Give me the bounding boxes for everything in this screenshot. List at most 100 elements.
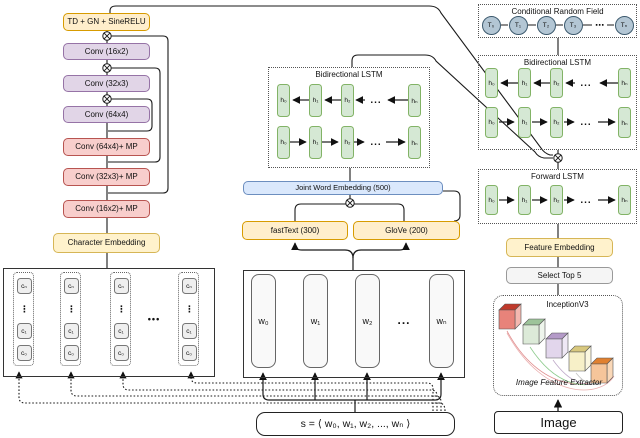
conv-32x3-box: Conv (32x3): [63, 75, 150, 92]
char-column-n: cₙ ⋮ c₁ c₀: [178, 272, 199, 366]
inception-box: [493, 295, 623, 396]
conv-16x2-mp-box: Conv (16x2)+ MP: [63, 200, 150, 218]
conv-64x4-box: Conv (64x4): [63, 106, 150, 123]
lstm-node: hₙ: [618, 107, 631, 138]
lstm-node: h₀: [277, 126, 290, 159]
word-grid-box: [243, 270, 465, 378]
sentence-to-wn: [434, 372, 445, 401]
right-bilstm-box: Bidirectional LSTM: [478, 55, 637, 150]
word-bilstm-to-concat-wire: [351, 54, 553, 159]
inception-cubes: [498, 303, 615, 391]
lstm-node: h₁: [518, 185, 531, 215]
conv-16x2-box: Conv (16x2): [63, 43, 150, 60]
crf-ellipsis: ⋯: [595, 19, 605, 30]
feature-embedding-box: Feature Embedding: [506, 238, 613, 257]
lstm-node: hₙ: [408, 84, 421, 117]
crf-tag-node: T₂: [536, 15, 556, 35]
char-columns-ellipsis: •••: [147, 314, 161, 324]
vertical-dots: ⋮: [20, 303, 29, 314]
lstm-node: h₀: [485, 107, 498, 138]
image-box: Image: [494, 411, 623, 434]
character-embedding-box: Character Embedding: [53, 233, 160, 253]
forward-lstm-box: Forward LSTM: [478, 169, 637, 224]
char-cell: c₀: [113, 345, 129, 361]
forward-lstm-title: Forward LSTM: [531, 172, 584, 181]
char-feed-wires: [15, 371, 446, 412]
word-ellipsis: ...: [397, 313, 411, 327]
crf-title: Conditional Random Field: [511, 7, 604, 16]
lstm-node: h₂: [341, 126, 354, 159]
char-cell: c₁: [16, 323, 32, 339]
lstm-row-ellipsis: ...: [370, 136, 382, 148]
skip-connections: [108, 35, 169, 194]
joint-word-embedding-box: Joint Word Embedding (500): [243, 181, 443, 195]
crf-tag-node: T₀: [481, 15, 501, 35]
character-grid-box: [3, 268, 215, 377]
lstm-node: h₁: [518, 68, 531, 98]
char-cell: c₀: [63, 345, 79, 361]
mid-bilstm-arrows: [290, 96, 408, 146]
char-cell: c₁: [181, 323, 197, 339]
word-node: wₙ: [429, 274, 454, 368]
lstm-node: h₁: [309, 126, 322, 159]
char-cell: cₙ: [63, 278, 79, 294]
crf-tag-node: Tₙ: [614, 15, 634, 35]
lstm-node: h₂: [341, 84, 354, 117]
sentence-box: s = ⟨ w₀, w₁, w₂, ..., wₙ ⟩: [256, 412, 455, 436]
word-bilstm-box: Bidirectional LSTM: [268, 67, 430, 168]
vertical-dots: ⋮: [185, 303, 194, 314]
sentence-to-w0: [259, 372, 270, 401]
char-cell: cₙ: [181, 278, 197, 294]
char-cell: c₀: [181, 345, 197, 361]
lstm-node: h₀: [485, 185, 498, 215]
lstm-row-ellipsis: ...: [580, 77, 592, 89]
image-feature-extractor-label: Image Feature Extractor: [515, 378, 603, 387]
crf-box: Conditional Random Field: [478, 4, 637, 38]
lstm-row-ellipsis: ...: [580, 116, 592, 128]
lstm-node: hₙ: [408, 126, 421, 159]
jwe-right-hook: [443, 190, 461, 222]
glove-box: GloVe (200): [353, 221, 460, 240]
char-cell: c₁: [113, 323, 129, 339]
char-cell: c₁: [63, 323, 79, 339]
right-bilstm-title: Bidirectional LSTM: [523, 58, 592, 67]
vertical-dots: ⋮: [117, 303, 126, 314]
lstm-node: hₙ: [618, 185, 631, 215]
char-column-1: cₙ ⋮ c₁ c₀: [13, 272, 34, 366]
char-column-2: cₙ ⋮ c₁ c₀: [60, 272, 81, 366]
concat-symbols: [102, 31, 563, 208]
inception-title: InceptionV3: [546, 300, 589, 309]
vertical-dots: ⋮: [67, 303, 76, 314]
lstm-node: h₀: [277, 84, 290, 117]
lstm-node: hₙ: [618, 68, 631, 98]
wordbox-to-glove: [352, 242, 410, 259]
sentence-fan: [269, 399, 435, 412]
fasttext-box: fastText (300): [242, 221, 348, 240]
select-top5-box: Select Top 5: [506, 267, 613, 284]
lstm-node: h₂: [550, 185, 563, 215]
char-cell: cₙ: [16, 278, 32, 294]
lstm-node: h₁: [309, 84, 322, 117]
conv-32x3-mp-box: Conv (32x3)+ MP: [63, 168, 150, 186]
crf-tag-node: T₁: [508, 15, 528, 35]
wordbox-to-fasttext: [291, 242, 354, 270]
word-node: w₂: [355, 274, 380, 368]
lstm-node: h₂: [550, 68, 563, 98]
crf-tag-node: T₃: [563, 15, 583, 35]
word-node: w₀: [251, 274, 276, 368]
word-bilstm-title: Bidirectional LSTM: [315, 70, 383, 79]
char-column-3: cₙ ⋮ c₁ c₀: [110, 272, 131, 366]
lstm-node: h₁: [518, 107, 531, 138]
concat-to-embeddings: [294, 203, 405, 221]
lstm-node: h₂: [550, 107, 563, 138]
lstm-row-ellipsis: ...: [370, 94, 382, 106]
td-gn-sinerelu-box: TD + GN + SineRELU: [63, 13, 150, 31]
word-node: w₁: [303, 274, 328, 368]
char-cell: c₀: [16, 345, 32, 361]
right-bilstm-arrows: [499, 79, 618, 126]
conv-64x4-mp-box: Conv (64x4)+ MP: [63, 138, 150, 156]
char-to-concat-wire: [109, 5, 553, 156]
char-cell: cₙ: [113, 278, 129, 294]
